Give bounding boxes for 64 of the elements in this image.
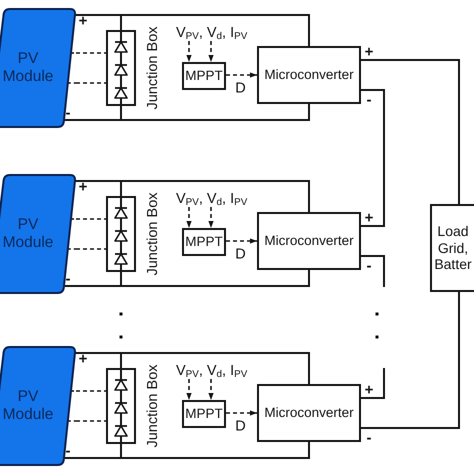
converter-block bbox=[257, 212, 361, 270]
block-label: MPPT bbox=[185, 68, 223, 84]
polarity-label: + bbox=[78, 182, 88, 192]
dashed-line bbox=[76, 52, 106, 54]
block-label: MPPT bbox=[185, 234, 223, 250]
polarity-label: + bbox=[364, 384, 374, 396]
wire bbox=[76, 180, 122, 196]
dashed-arrow bbox=[226, 410, 257, 416]
dashed-arrow bbox=[208, 41, 214, 62]
dashed-arrow bbox=[226, 72, 257, 78]
wire bbox=[76, 104, 310, 121]
block-label: Microconverter bbox=[264, 405, 354, 421]
controller-block bbox=[182, 228, 226, 256]
dashed-line bbox=[76, 218, 106, 220]
load-block bbox=[430, 204, 474, 292]
polarity-label: - bbox=[66, 274, 70, 284]
polarity-label: + bbox=[364, 212, 374, 224]
wire bbox=[361, 59, 460, 204]
panel-label: PV Module bbox=[2, 216, 54, 252]
wire bbox=[76, 442, 310, 459]
polarity-label: - bbox=[66, 108, 70, 118]
polarity-label: - bbox=[366, 432, 372, 444]
polarity-label: - bbox=[366, 94, 372, 106]
wire bbox=[361, 368, 385, 399]
converter-block bbox=[257, 46, 361, 104]
wire bbox=[361, 255, 385, 287]
block-label: Microconverter bbox=[264, 67, 354, 83]
block-label: MPPT bbox=[185, 406, 223, 422]
polarity-label: + bbox=[78, 16, 88, 26]
dashed-arrow bbox=[208, 207, 214, 228]
pv-module-panel bbox=[0, 8, 76, 128]
wire bbox=[76, 14, 122, 30]
signal-label: V$_{PV}$, V$_{d}$, I$_{PV}$ bbox=[176, 364, 248, 379]
signal-label: V$_{PV}$, V$_{d}$, I$_{PV}$ bbox=[176, 26, 248, 41]
block-label: Load Grid, Batter bbox=[433, 223, 473, 273]
dashed-arrow bbox=[186, 207, 192, 228]
junction-box-label: Junction Box bbox=[146, 26, 161, 110]
wire bbox=[76, 352, 122, 368]
dashed-arrow bbox=[208, 379, 214, 400]
wire bbox=[361, 292, 460, 429]
dashed-arrow bbox=[186, 41, 192, 62]
dashed-line bbox=[76, 420, 106, 422]
polarity-label: - bbox=[366, 260, 372, 272]
signal-label: V$_{PV}$, V$_{d}$, I$_{PV}$ bbox=[176, 192, 248, 207]
dashed-arrow bbox=[186, 379, 192, 400]
dashed-line bbox=[76, 390, 106, 392]
controller-block bbox=[182, 62, 226, 90]
junction-box-label: Junction Box bbox=[146, 192, 161, 276]
controller-block bbox=[182, 400, 226, 428]
block-label: Microconverter bbox=[264, 233, 354, 249]
dashed-arrow bbox=[226, 238, 257, 244]
panel-label: PV Module bbox=[2, 388, 54, 424]
wire bbox=[361, 89, 385, 227]
polarity-label: + bbox=[364, 46, 374, 58]
pv-module-panel bbox=[0, 346, 76, 466]
dashed-line bbox=[76, 248, 106, 250]
polarity-label: - bbox=[66, 446, 70, 456]
wire bbox=[76, 270, 310, 287]
polarity-label: + bbox=[78, 354, 88, 364]
junction-box-label: Junction Box bbox=[146, 364, 161, 448]
converter-block bbox=[257, 384, 361, 442]
pv-module-panel bbox=[0, 174, 76, 294]
dashed-line bbox=[76, 82, 106, 84]
panel-label: PV Module bbox=[2, 50, 54, 86]
